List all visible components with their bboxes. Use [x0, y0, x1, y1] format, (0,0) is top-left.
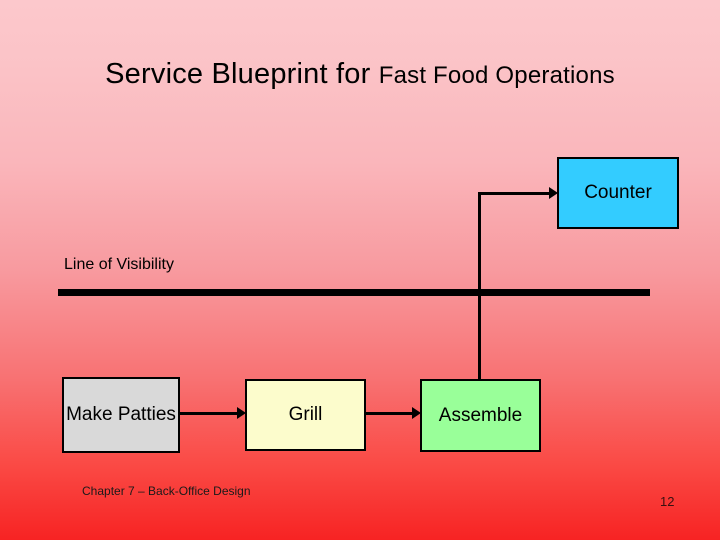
- process-box-counter-label: Counter: [584, 182, 652, 204]
- arrowhead-to-assemble-icon: [412, 407, 421, 419]
- page-title-sub: Fast Food Operations: [378, 62, 615, 89]
- arrowhead-to-grill-icon: [237, 407, 246, 419]
- process-box-assemble-label: Assemble: [438, 404, 523, 426]
- line-of-visibility-rule: [58, 289, 650, 296]
- process-box-counter[interactable]: Counter: [557, 157, 679, 229]
- connector-assemble-to-counter-vertical: [478, 192, 481, 380]
- page-title: Service Blueprint for Fast Food Operatio…: [0, 60, 720, 89]
- line-of-visibility-label: Line of Visibility: [64, 256, 174, 273]
- process-box-grill-label: Grill: [288, 404, 323, 426]
- connector-assemble-to-counter-horizontal: [478, 192, 551, 195]
- connector-grill-to-assemble: [366, 412, 414, 415]
- connector-make-patties-to-grill: [180, 412, 238, 415]
- arrowhead-to-counter-icon: [549, 187, 558, 199]
- footer-page-number: 12: [660, 494, 675, 509]
- footer-chapter-note: Chapter 7 – Back-Office Design: [82, 484, 251, 498]
- process-box-make-patties-label: Make Patties: [66, 404, 176, 426]
- process-box-make-patties[interactable]: Make Patties: [62, 377, 180, 453]
- page-title-main: Service Blueprint for: [105, 58, 379, 90]
- process-box-assemble[interactable]: Assemble: [420, 379, 541, 452]
- process-box-grill[interactable]: Grill: [245, 379, 366, 451]
